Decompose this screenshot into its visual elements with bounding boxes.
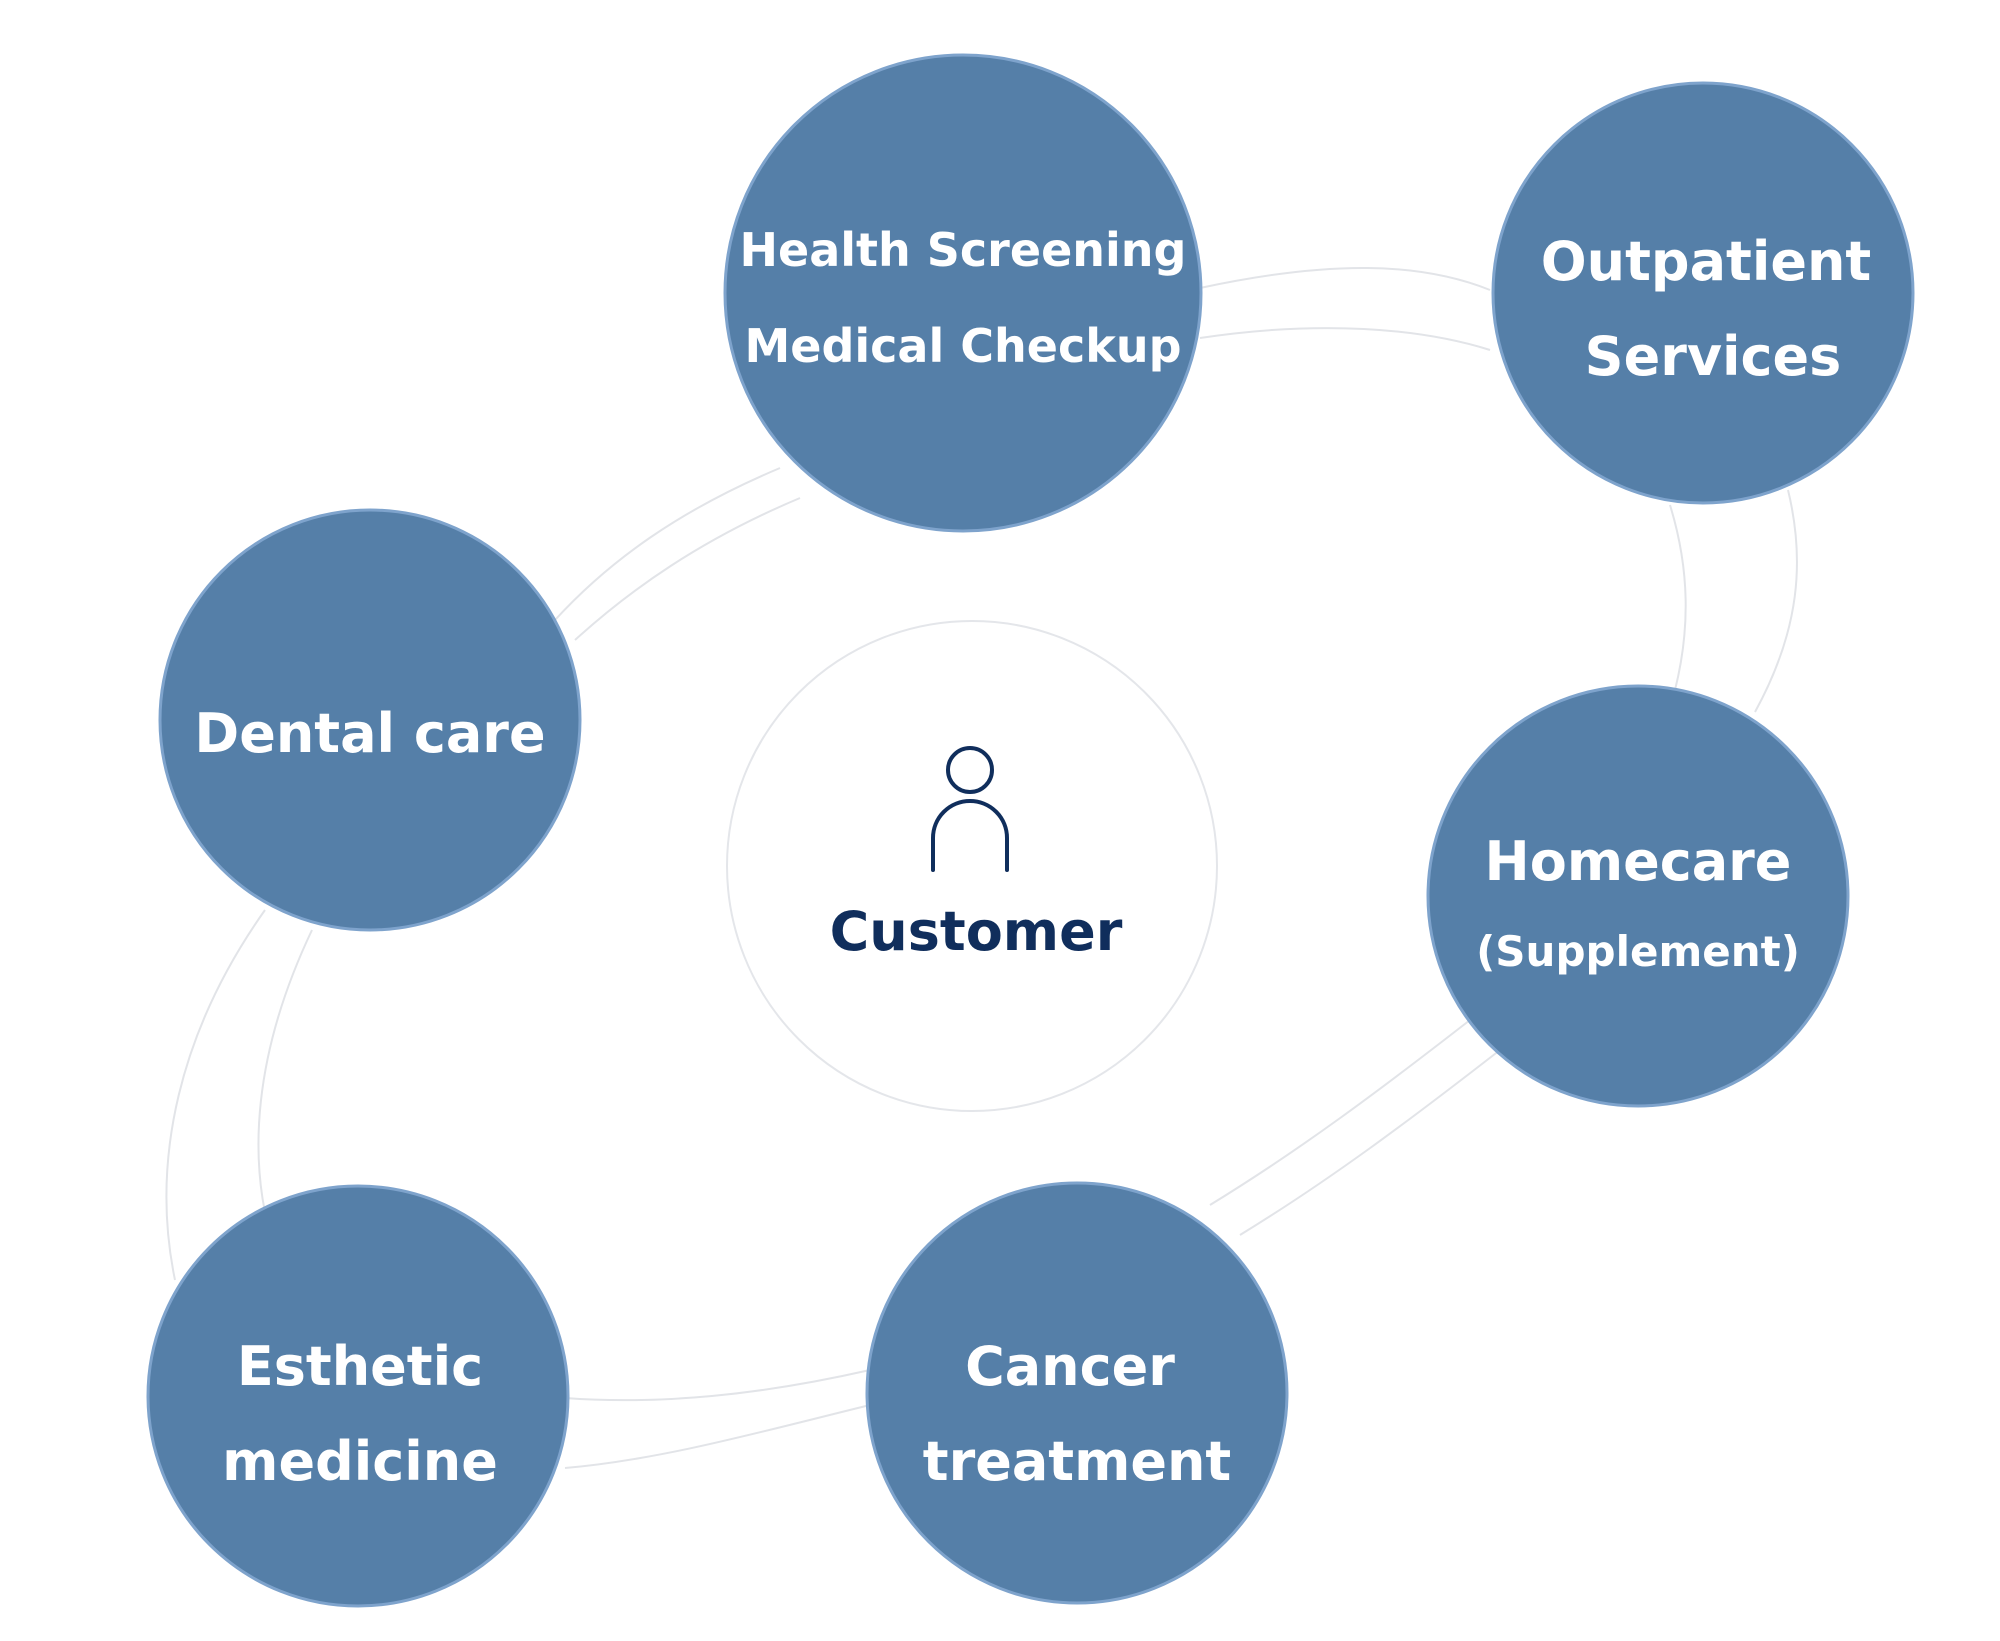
service-label-line: Health Screening — [740, 223, 1187, 277]
service-node-cancer: Cancer treatment — [865, 1181, 1289, 1605]
service-circle — [1426, 684, 1850, 1108]
service-circle — [865, 1181, 1289, 1605]
service-circle — [146, 1184, 570, 1608]
service-circle — [158, 508, 582, 932]
connector-line — [564, 1369, 871, 1402]
service-label-line: Dental care — [194, 702, 545, 765]
connector-line — [1754, 489, 1798, 713]
customer-label: Customer — [830, 900, 1123, 963]
service-node-health-screening: Health Screening Medical Checkup — [723, 53, 1203, 533]
service-label-line: (Supplement) — [1476, 927, 1800, 976]
connector-line — [165, 909, 266, 1281]
service-node-esthetic: Esthetic medicine — [146, 1184, 570, 1608]
connector-line — [1669, 504, 1687, 691]
service-circle — [1491, 81, 1915, 505]
service-label-line: Medical Checkup — [745, 319, 1182, 373]
connector-line — [1239, 1049, 1501, 1236]
service-label-line: Cancer — [965, 1335, 1175, 1398]
connector-line — [1199, 327, 1491, 351]
service-label-line: Esthetic — [237, 1335, 483, 1398]
customer-circle — [726, 620, 1218, 1112]
service-label-line: medicine — [222, 1430, 498, 1493]
service-label-line: Homecare — [1485, 830, 1792, 893]
connector-line — [554, 467, 781, 621]
service-label-line: treatment — [923, 1430, 1231, 1493]
service-node-homecare: Homecare (Supplement) — [1426, 684, 1850, 1108]
connector-line — [574, 497, 801, 641]
service-circle — [723, 53, 1203, 533]
service-label-line: Outpatient — [1541, 230, 1871, 293]
service-node-outpatient: Outpatient Services — [1491, 81, 1915, 505]
connector-line — [564, 1404, 871, 1469]
connector-line — [1199, 267, 1491, 291]
connector-line — [1209, 1019, 1471, 1206]
customer-node: Customer — [726, 620, 1218, 1112]
person-icon — [931, 746, 1009, 872]
service-label-line: Services — [1585, 325, 1842, 388]
service-node-dental: Dental care — [158, 508, 582, 932]
